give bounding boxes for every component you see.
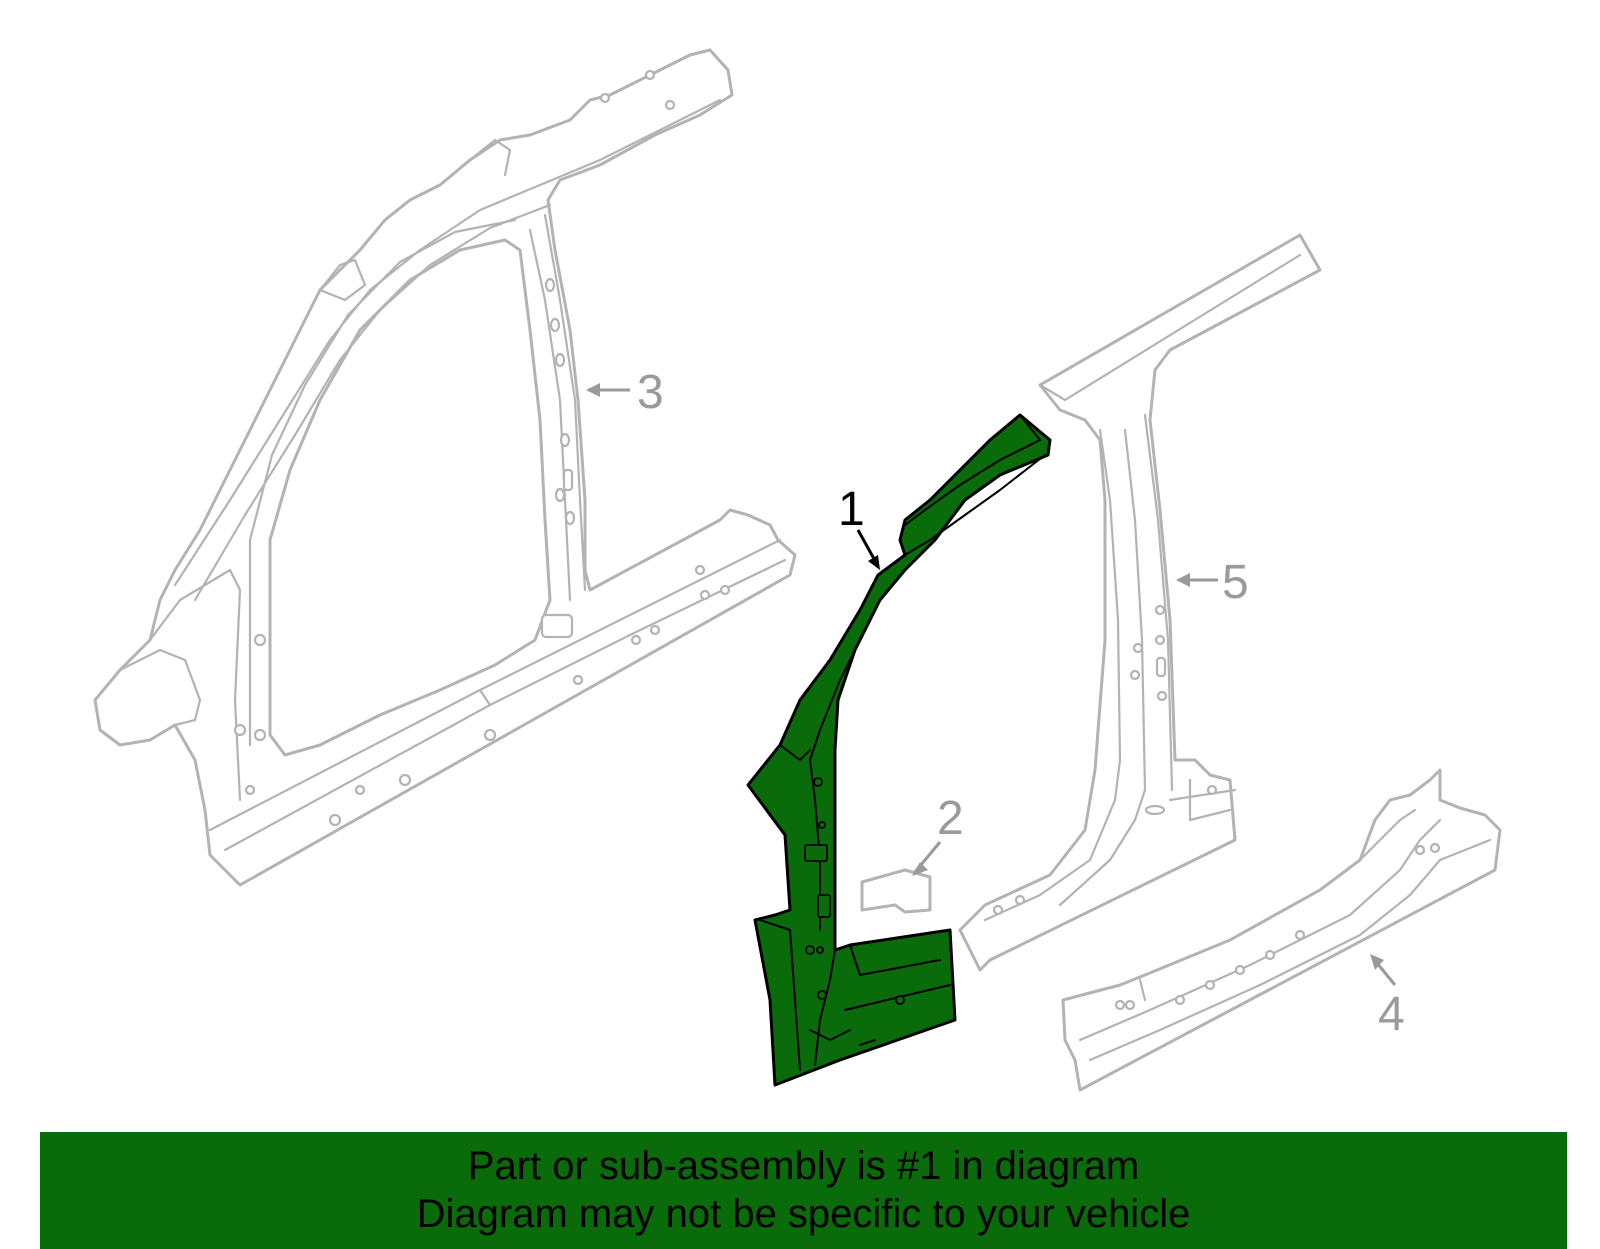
parts-diagram: 3 5 [93, 48, 1502, 1092]
callout-1-label: 1 [838, 483, 865, 536]
callout-5[interactable]: 5 [1176, 556, 1249, 609]
info-banner: Part or sub-assembly is #1 in diagram Di… [40, 1132, 1567, 1249]
banner-line-2: Diagram may not be specific to your vehi… [416, 1192, 1191, 1236]
callout-3-label: 3 [637, 366, 664, 419]
callout-2[interactable]: 2 [912, 792, 964, 876]
callout-5-label: 5 [1222, 556, 1249, 609]
callout-2-label: 2 [937, 792, 964, 845]
part-1-hinge-pillar[interactable] [746, 413, 1052, 1087]
callout-4-label: 4 [1378, 988, 1405, 1041]
callout-3[interactable]: 3 [586, 366, 664, 419]
part-5-inner-pillar[interactable] [958, 233, 1322, 972]
part-4-rocker[interactable] [1061, 768, 1502, 1092]
part-3-side-frame[interactable] [93, 48, 797, 887]
callout-1[interactable]: 1 [838, 483, 880, 570]
part-2-reinforcement-patch[interactable] [860, 868, 932, 914]
banner-line-1: Part or sub-assembly is #1 in diagram [467, 1144, 1140, 1188]
callout-4[interactable]: 4 [1370, 954, 1405, 1041]
